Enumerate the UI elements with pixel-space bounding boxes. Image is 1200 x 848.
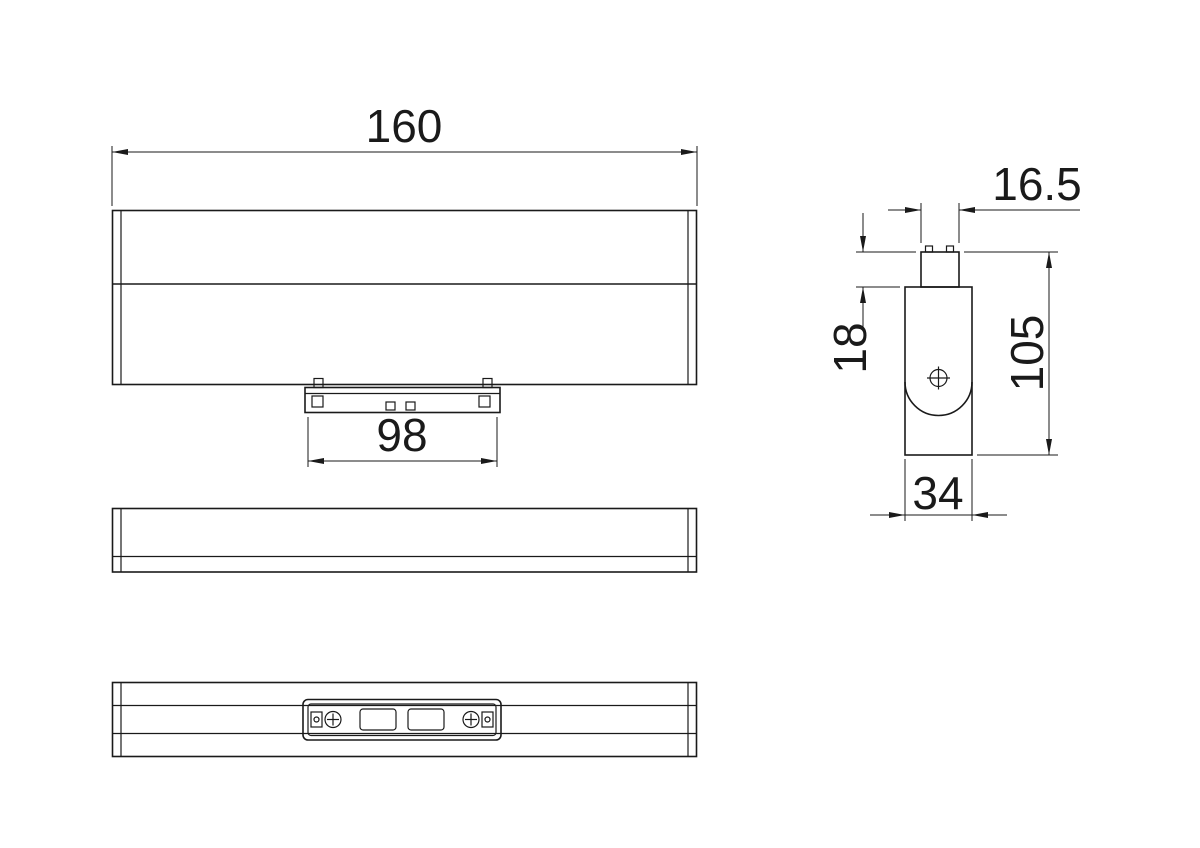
- dim-adapter-height-label: 18: [824, 322, 876, 373]
- connector-tab-right: [945, 245, 955, 253]
- front-view: 160 98: [111, 100, 698, 467]
- bottom-view: [111, 681, 698, 758]
- dim-adapter-width: 98: [307, 409, 498, 467]
- dim-body-depth: 34: [870, 459, 1007, 521]
- screw-icon-right: [462, 710, 480, 729]
- adapter-contact-a: [385, 401, 396, 411]
- slot-window-b: [407, 708, 445, 731]
- track-adapter-outline: [304, 386, 501, 414]
- dim-overall-height-label: 105: [1001, 315, 1053, 392]
- adapter-clip-left: [313, 377, 324, 389]
- end-tab-right-dot: [484, 716, 491, 723]
- fixture-body-outline: [111, 209, 698, 386]
- screw-icon-left: [324, 710, 342, 729]
- adapter-latch-right: [478, 395, 491, 408]
- profile-view: [111, 507, 698, 573]
- mount-plate-inner-outline: [307, 703, 497, 737]
- slot-window-a: [359, 708, 397, 731]
- adapter-clip-right: [482, 377, 493, 389]
- end-tab-left: [310, 711, 323, 728]
- track-connector: [920, 245, 960, 288]
- adapter-latch-left: [311, 395, 324, 408]
- connector-outline: [920, 251, 960, 288]
- screw-circle: [324, 710, 342, 729]
- mount-plate: [302, 698, 502, 741]
- screw-crosshair-icon: [927, 366, 950, 390]
- side-view: 16.5 18 105: [824, 158, 1082, 521]
- dim-connector-width: 16.5: [888, 158, 1082, 243]
- side-body-outline: [904, 286, 973, 456]
- dim-connector-width-label: 16.5: [992, 158, 1082, 210]
- dim-body-depth-label: 34: [912, 467, 963, 519]
- profile-outline: [111, 507, 698, 573]
- adapter-contact-b: [405, 401, 416, 411]
- dim-adapter-height: 18: [824, 213, 916, 374]
- end-tab-right: [481, 711, 494, 728]
- bottom-outline: [111, 681, 698, 758]
- connector-tab-left: [924, 245, 934, 253]
- track-adapter: [304, 377, 501, 414]
- end-tab-left-dot: [313, 716, 320, 723]
- dim-overall-width-label: 160: [366, 100, 443, 152]
- dim-overall-height: 105: [964, 251, 1058, 456]
- lens-arc: [904, 381, 973, 417]
- screw-circle: [462, 710, 480, 729]
- mount-plate-outline: [302, 698, 502, 741]
- dim-overall-width: 160: [111, 100, 698, 206]
- dim-adapter-width-label: 98: [376, 409, 427, 461]
